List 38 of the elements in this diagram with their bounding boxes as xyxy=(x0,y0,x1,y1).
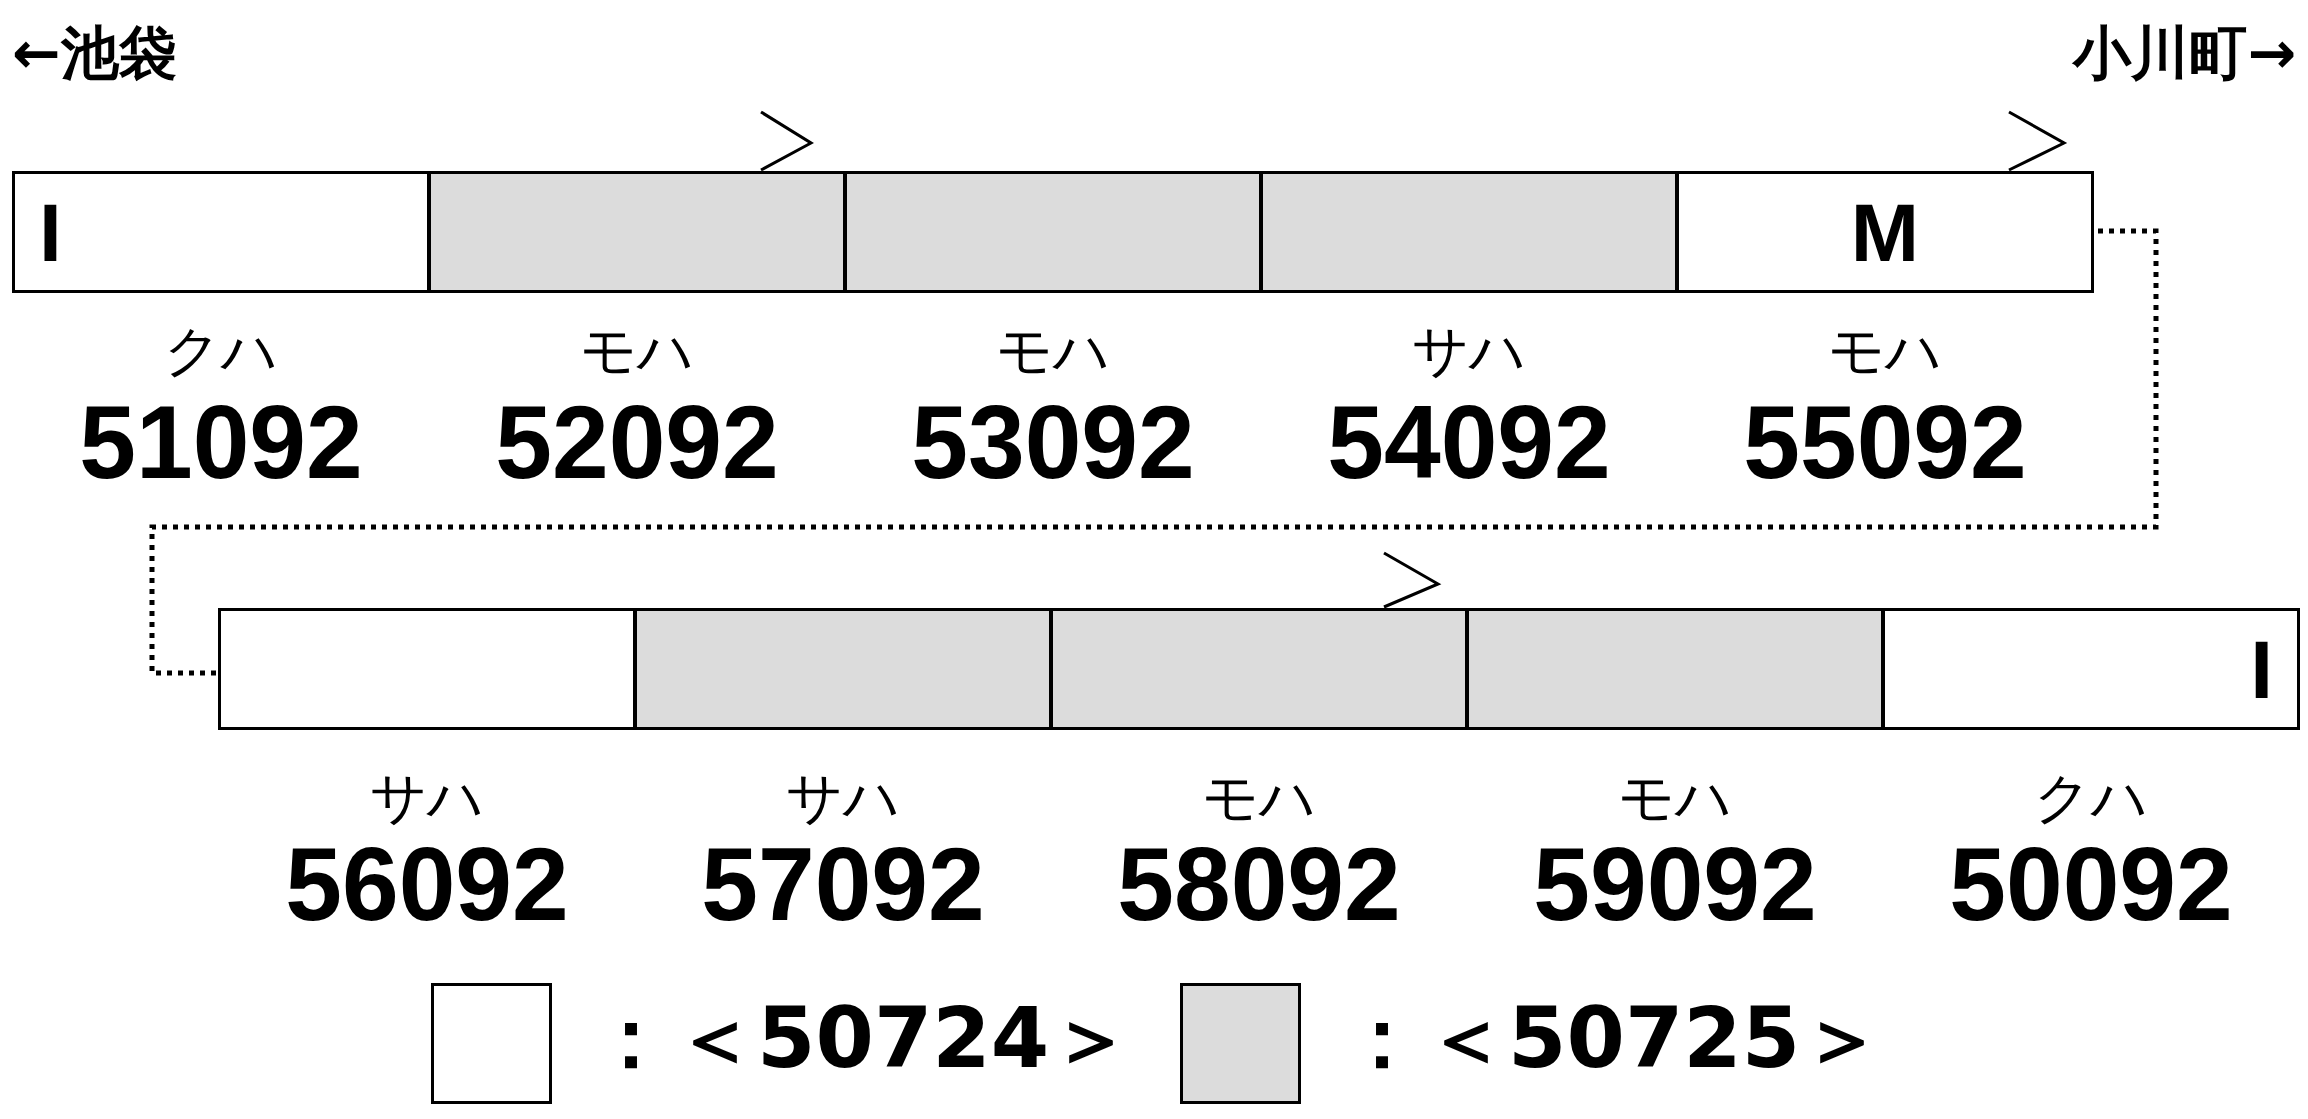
legend-text: ：＜50725＞ xyxy=(1340,996,1885,1080)
car-mark: I xyxy=(39,192,62,274)
train-car xyxy=(1466,608,1884,730)
car-number-label: 52092 xyxy=(495,390,779,494)
direction-label: 小川町→ xyxy=(2073,24,2296,82)
train-car xyxy=(218,608,636,730)
car-number-label: 54092 xyxy=(1327,390,1611,494)
train-car xyxy=(634,608,1052,730)
car-number-label: 57092 xyxy=(701,832,985,936)
car-number-label: 53092 xyxy=(911,390,1195,494)
car-type-label: サハ xyxy=(786,770,900,826)
car-number-label: 50092 xyxy=(1949,832,2233,936)
car-type-label: モハ xyxy=(1828,323,1942,379)
train-car xyxy=(12,171,430,293)
car-type-label: モハ xyxy=(580,323,694,379)
car-number-label: 55092 xyxy=(1743,390,2027,494)
train-car xyxy=(1882,608,2300,730)
direction-label: ←池袋 xyxy=(12,24,177,82)
connector-line xyxy=(149,228,2159,676)
car-type-label: モハ xyxy=(996,323,1110,379)
car-number-label: 59092 xyxy=(1533,832,1817,936)
car-type-label: モハ xyxy=(1618,770,1732,826)
train-car xyxy=(1260,171,1678,293)
car-type-label: サハ xyxy=(1412,323,1526,379)
car-mark: M xyxy=(1850,192,1920,274)
car-type-label: クハ xyxy=(164,323,278,379)
car-number-label: 56092 xyxy=(285,832,569,936)
train-car xyxy=(844,171,1262,293)
train-car xyxy=(1676,171,2094,293)
car-number-label: 58092 xyxy=(1117,832,1401,936)
train-car xyxy=(428,171,846,293)
car-number-label: 51092 xyxy=(79,390,363,494)
legend-text: ：＜50724＞ xyxy=(589,996,1134,1080)
car-mark: I xyxy=(2250,629,2273,711)
car-type-label: サハ xyxy=(370,770,484,826)
car-type-label: モハ xyxy=(1202,770,1316,826)
train-car xyxy=(1050,608,1468,730)
car-type-label: クハ xyxy=(2034,770,2148,826)
